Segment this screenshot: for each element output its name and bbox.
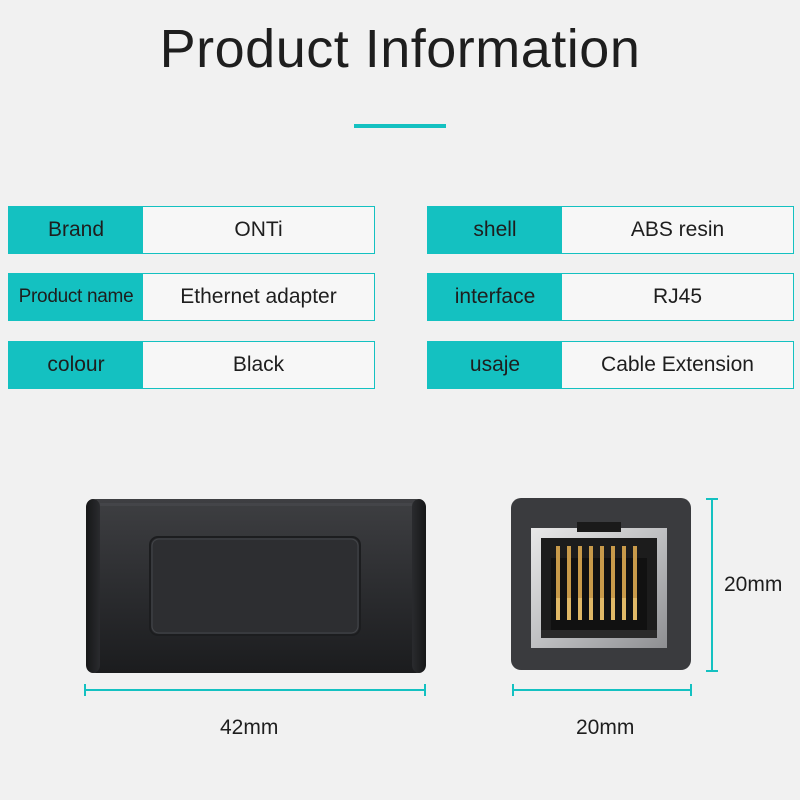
spec-label: shell: [428, 207, 562, 253]
spec-row-brand: Brand ONTi: [8, 206, 375, 254]
spec-value: Cable Extension: [601, 353, 754, 376]
spec-label: usaje: [428, 342, 562, 388]
front-width-label: 42mm: [220, 716, 279, 739]
spec-value: ONTi: [234, 218, 283, 241]
adapter-front-image: [86, 499, 426, 673]
port-width-label: 20mm: [576, 716, 635, 739]
spec-value: RJ45: [652, 285, 703, 308]
page-title: Product Information: [159, 19, 641, 79]
port-height-label: 20mm: [724, 573, 783, 596]
spec-row-usage: usaje Cable Extension: [427, 341, 794, 389]
spec-row-product-name: Product name Ethernet adapter: [8, 273, 375, 321]
spec-label: Product name: [9, 274, 143, 320]
spec-row-colour: colour Black: [8, 341, 375, 389]
spec-row-interface: interface RJ45: [427, 273, 794, 321]
spec-label: interface: [428, 274, 562, 320]
spec-label: Brand: [9, 207, 143, 253]
title-underline: [354, 124, 446, 128]
spec-row-shell: shell ABS resin: [427, 206, 794, 254]
spec-label: colour: [9, 342, 143, 388]
port-width-dimension-line: [512, 684, 692, 696]
spec-value: Ethernet adapter: [180, 285, 337, 308]
port-height-dimension-line: [706, 498, 718, 672]
adapter-port-image: [511, 498, 691, 670]
spec-value: Black: [232, 353, 285, 376]
front-width-dimension-line: [84, 684, 426, 696]
spec-value: ABS resin: [630, 218, 725, 241]
